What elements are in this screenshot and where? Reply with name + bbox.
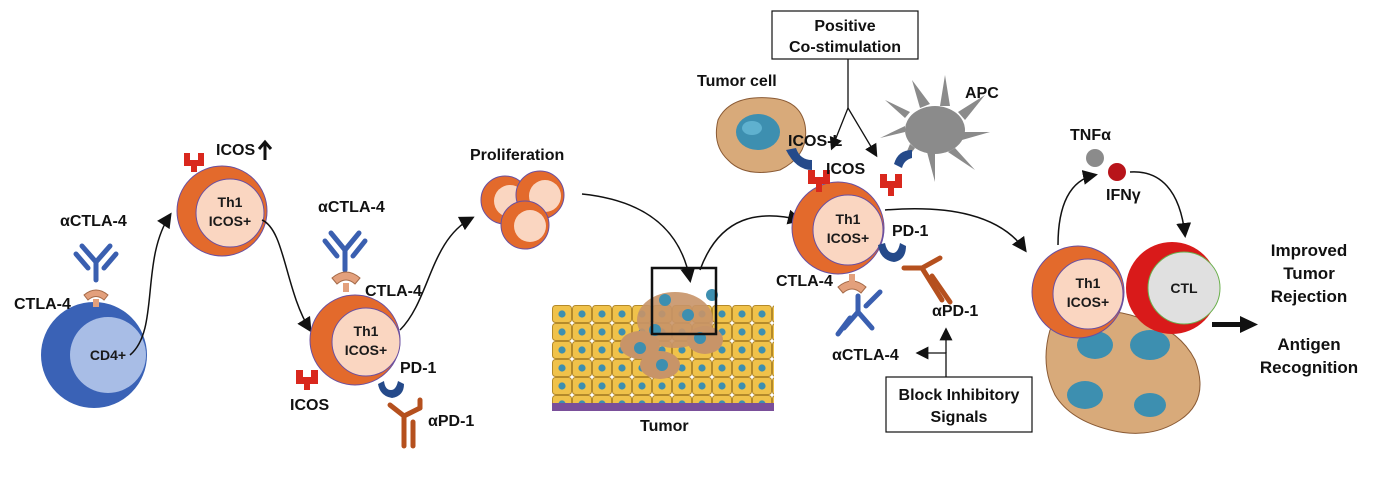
apd1-antibody-mid-icon <box>387 397 423 449</box>
ctl-label: CTL <box>1170 280 1198 296</box>
improved-line3: Rejection <box>1271 287 1348 306</box>
actla4-mid-label: αCTLA-4 <box>318 199 385 216</box>
icos-receptor-c1-icon <box>808 170 830 192</box>
pd1-right-label: PD-1 <box>892 223 929 240</box>
ctla4-receptor-mid-icon <box>331 271 361 292</box>
antigen-line2: Recognition <box>1260 358 1358 377</box>
pd1-mid-label: PD-1 <box>400 360 437 377</box>
ctl-cell: CTL <box>1126 242 1221 334</box>
arrow-block-to-actla4 <box>915 346 947 377</box>
apd1-antibody-right-icon <box>901 255 953 305</box>
th1-c-label: Th1 <box>836 211 861 227</box>
antibody-right-icon <box>835 289 883 337</box>
th1-cell-a: Th1 ICOS+ <box>176 165 268 257</box>
antibody-mid-icon <box>322 230 368 273</box>
th1-a-label: Th1 <box>218 194 243 210</box>
th1-b-label: Th1 <box>354 323 379 339</box>
tnfa-label: TNFα <box>1070 127 1111 144</box>
icosl-receptor-icon <box>786 148 812 170</box>
th1-cell-d: Th1 ICOS+ <box>1031 245 1125 339</box>
proliferation-label: Proliferation <box>470 147 564 164</box>
icos-plus-a-label: ICOS+ <box>209 213 251 229</box>
tumor-label: Tumor <box>640 418 689 435</box>
arrow-positive-to-apc <box>847 107 878 158</box>
cd4-label: CD4+ <box>90 347 126 363</box>
icos-right-label: ICOS <box>826 161 865 178</box>
ctla4-mid-label: CTLA-4 <box>365 283 422 300</box>
apc-receptor-icon <box>894 150 912 168</box>
arrow-positive-to-icosl <box>829 107 849 151</box>
tnfa-cytokine-icon <box>1086 149 1104 167</box>
positive-line1: Positive <box>814 18 875 35</box>
positive-line2: Co-stimulation <box>789 39 901 56</box>
ctla4-left-label: CTLA-4 <box>14 296 71 313</box>
tumor-cell-top <box>715 97 807 173</box>
up-arrow-icon <box>257 139 273 160</box>
antigen-line1: Antigen <box>1277 335 1340 354</box>
ifng-cytokine-icon <box>1108 163 1126 181</box>
right-arrow-icon <box>1212 316 1258 333</box>
arrow-proliferation-to-tumor <box>581 193 696 283</box>
icos-plus-c-label: ICOS+ <box>827 230 869 246</box>
icos-mid-label: ICOS <box>290 397 329 414</box>
th1-cell-b: Th1 ICOS+ <box>309 294 401 386</box>
ctla4-right-label: CTLA-4 <box>776 273 833 290</box>
tumor-tissue <box>552 289 774 411</box>
icos-receptor-b-icon <box>296 370 318 390</box>
icos-plus-d-label: ICOS+ <box>1067 294 1109 310</box>
apc-label: APC <box>965 85 999 102</box>
pd1-receptor-mid-icon <box>378 381 404 398</box>
positive-costimulation-box: Positive Co-stimulation <box>771 10 919 60</box>
icos-up-label: ICOS <box>216 142 255 159</box>
icosl-label: ICOS-L <box>788 133 842 150</box>
arrow-th1b-to-proliferation <box>399 216 475 331</box>
th1-cell-c: Th1 ICOS+ <box>791 181 885 275</box>
arrow-th1c-to-th1d <box>884 208 1027 253</box>
block-line1: Block Inhibitory <box>899 387 1020 404</box>
arrow-th1a-to-th1b <box>261 219 312 333</box>
icos-receptor-a-icon <box>184 153 204 172</box>
apc-cell <box>880 75 990 182</box>
arrow-cytokines-to-ctl <box>1129 171 1192 238</box>
block-inhibitory-box: Block Inhibitory Signals <box>885 376 1033 433</box>
actla4-right-label: αCTLA-4 <box>832 347 899 364</box>
block-line2: Signals <box>931 409 988 426</box>
proliferation-cluster <box>480 170 565 250</box>
apd1-mid-label: αPD-1 <box>428 413 474 430</box>
icos-receptor-c2-icon <box>880 174 902 196</box>
arrow-cd4-to-th1 <box>129 212 172 356</box>
actla4-left-label: αCTLA-4 <box>60 213 127 230</box>
pd1-receptor-right-icon <box>878 243 906 262</box>
icos-plus-b-label: ICOS+ <box>345 342 387 358</box>
improved-line1: Improved <box>1271 241 1348 260</box>
tumor-cell-label: Tumor cell <box>697 73 777 90</box>
ctla4-receptor-left-icon <box>83 289 109 307</box>
ifng-label: IFNγ <box>1106 187 1141 204</box>
arrow-tumor-to-th1c <box>699 209 803 271</box>
apd1-right-label: αPD-1 <box>932 303 978 320</box>
arrow-th1d-to-cytokines <box>1057 170 1098 246</box>
cd4-cell: CD4+ <box>41 302 147 408</box>
ctla4-receptor-right-icon <box>837 274 867 294</box>
antibody-left-icon <box>73 243 119 283</box>
improved-line2: Tumor <box>1283 264 1335 283</box>
magnifier-box-icon <box>650 266 718 336</box>
th1-d-label: Th1 <box>1076 275 1101 291</box>
